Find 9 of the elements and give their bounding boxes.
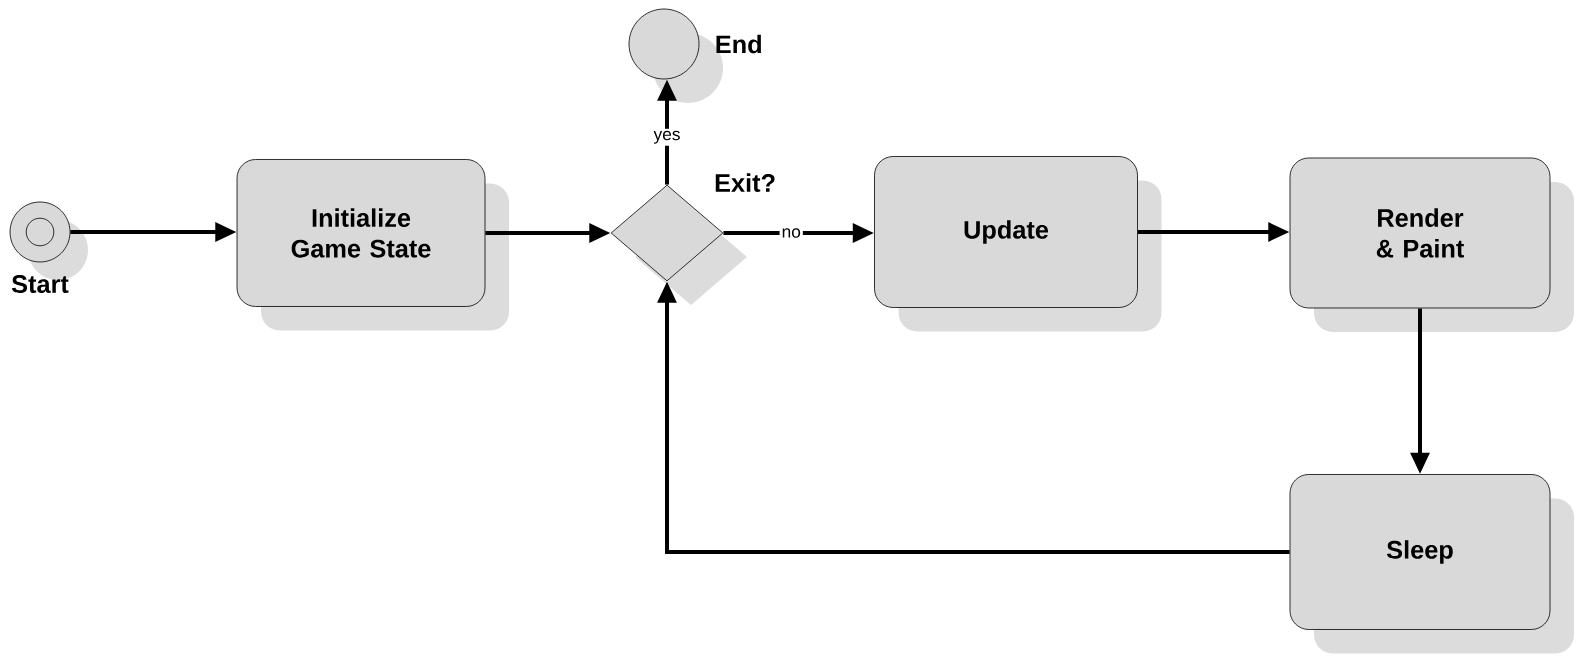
process-box: Render & Paint [1289, 157, 1574, 332]
edge-label: yes [653, 130, 680, 144]
node-label: Start [11, 275, 69, 294]
process-box: Initialize Game State [236, 159, 509, 331]
node-label: End [716, 34, 761, 54]
process-box: Update [874, 156, 1162, 332]
node-label: Exit? [715, 173, 775, 192]
edge-label: no [782, 228, 801, 238]
process-box: Sleep [1289, 474, 1574, 654]
